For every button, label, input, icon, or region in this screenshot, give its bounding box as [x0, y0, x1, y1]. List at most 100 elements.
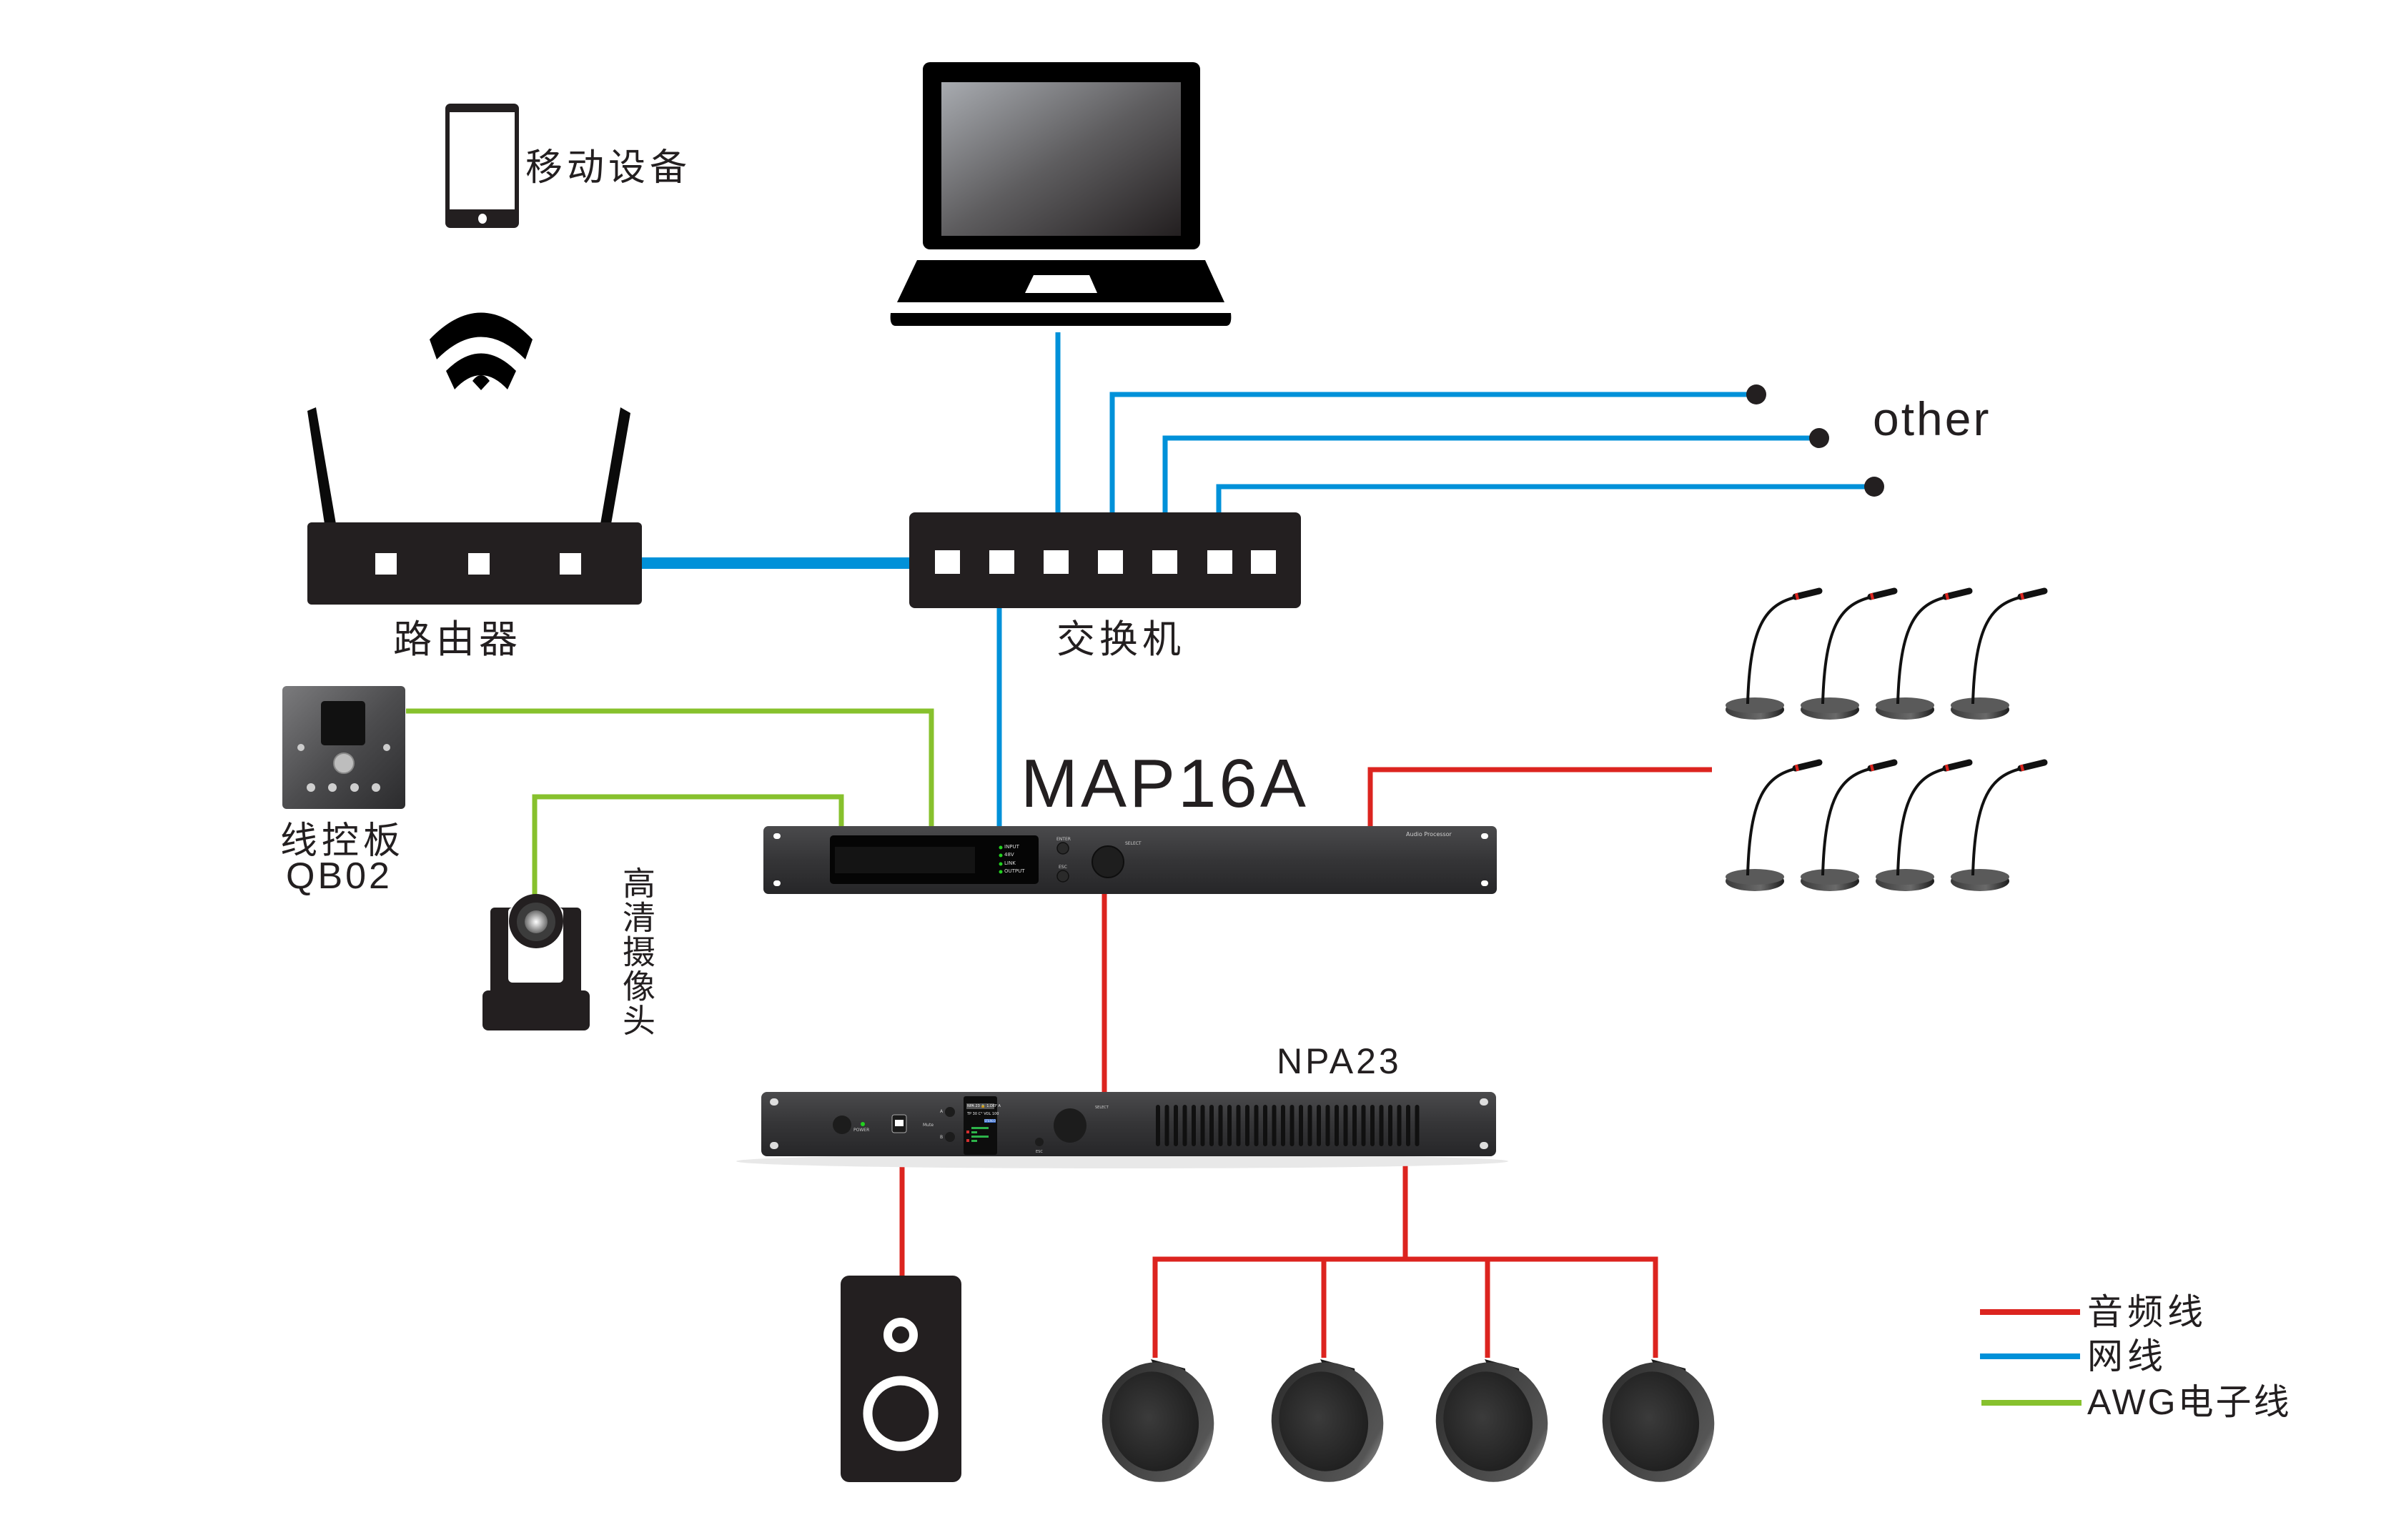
vent-slot — [1200, 1105, 1205, 1146]
cable-switch-other-1 — [1109, 392, 1756, 561]
amplifier-model: NPA23 — [1277, 1041, 1402, 1081]
cable-switch-other-3 — [1216, 484, 1874, 561]
amplifier-level-meters — [966, 1127, 989, 1142]
legend-lines — [1980, 1309, 2081, 1406]
ceiling-speaker-icon — [1271, 1359, 1384, 1482]
vent-slot — [1281, 1105, 1285, 1146]
legend-label-network: 网线 — [2087, 1336, 2167, 1377]
gooseneck-microphone-icon — [1951, 587, 2048, 720]
vent-slot — [1388, 1105, 1392, 1146]
vent-slot — [1174, 1105, 1178, 1146]
amplifier-mute-label: Mute — [923, 1123, 934, 1128]
vent-slot — [1192, 1105, 1196, 1146]
amplifier-mute-b-button[interactable] — [945, 1132, 955, 1142]
ceiling-speaker-icon — [1102, 1359, 1214, 1482]
ceiling-speaker-icon — [1435, 1359, 1548, 1482]
processor-led-link: LINK — [1004, 860, 1016, 866]
microphones-group — [1726, 587, 2048, 891]
gooseneck-microphone-icon — [1951, 759, 2048, 891]
vent-slot — [1397, 1105, 1402, 1146]
vent-slot — [1156, 1105, 1160, 1146]
vent-slot — [1370, 1105, 1375, 1146]
processor-led-input: INPUT — [1004, 844, 1019, 850]
amplifier-screen-mode: STEREO — [984, 1119, 996, 1123]
amplifier-power-button[interactable] — [833, 1116, 851, 1134]
vent-slot — [1218, 1105, 1223, 1146]
amplifier-select-label: SELECT — [1095, 1106, 1109, 1110]
amplifier-esc-label: ESC — [1036, 1150, 1043, 1154]
vent-slot — [1352, 1105, 1357, 1146]
gooseneck-microphone-icon — [1876, 759, 1973, 891]
amplifier-mute-a-button[interactable] — [945, 1107, 955, 1117]
gooseneck-microphone-icon — [1801, 759, 1898, 891]
router-icon — [307, 312, 642, 605]
vent-slot — [1236, 1105, 1241, 1146]
cable-panel-processor — [406, 708, 934, 828]
vent-slot — [1254, 1105, 1259, 1146]
legend-label-audio: 音频线 — [2087, 1291, 2207, 1333]
processor-unit — [763, 826, 1497, 894]
processor-type-label: Audio Processor — [1406, 831, 1452, 838]
amplifier-power-label: POWER — [853, 1128, 870, 1133]
amplifier-select-knob[interactable] — [1054, 1108, 1086, 1143]
vent-slot — [1307, 1105, 1312, 1146]
processor-esc-button[interactable] — [1056, 870, 1069, 883]
vent-slot — [1227, 1105, 1232, 1146]
amplifier-vent-grille — [1156, 1105, 1420, 1146]
vent-slot — [1289, 1105, 1295, 1146]
switch-label: 交换机 — [1056, 617, 1185, 662]
gooseneck-microphone-icon — [1801, 587, 1898, 720]
legend-label-awg: AWG电子线 — [2087, 1382, 2292, 1422]
switch-icon — [909, 512, 1301, 608]
control-panel-label: 线控板 — [280, 820, 405, 863]
other-label: other — [1873, 392, 1991, 445]
vent-slot — [1299, 1105, 1303, 1146]
vent-slot — [1406, 1105, 1410, 1146]
processor-select-label: SELECT — [1125, 841, 1142, 846]
cable-processor-mics — [1367, 767, 1712, 828]
vent-slot — [1317, 1105, 1321, 1146]
processor-select-knob[interactable] — [1092, 845, 1124, 878]
amplifier-screen-line1: NPA 23 🔒 1.DEF A — [967, 1104, 1001, 1108]
mobile-phone-icon — [445, 104, 519, 228]
processor-esc-label: ESC — [1059, 865, 1067, 870]
processor-enter-label: ENTER — [1056, 837, 1071, 842]
ptz-camera-icon — [482, 894, 590, 1030]
amplifier-screen-line2: TP 30 C° VOL 100 — [967, 1112, 999, 1116]
gooseneck-microphone-icon — [1876, 587, 1973, 720]
amplifier-mute-b-label: B — [940, 1135, 944, 1140]
vent-slot — [1361, 1105, 1366, 1146]
control-panel-model: QB02 — [286, 855, 392, 897]
control-panel-icon — [282, 686, 405, 809]
ceiling-speaker-icon — [1602, 1359, 1715, 1482]
vent-slot — [1343, 1105, 1348, 1146]
vent-slot — [1209, 1105, 1214, 1146]
cable-camera-processor — [532, 794, 844, 897]
vent-slot — [1335, 1105, 1339, 1146]
processor-model: MAP16A — [1021, 745, 1309, 822]
wifi-icon — [430, 312, 533, 390]
gooseneck-microphone-icon — [1726, 759, 1823, 891]
audio-cables — [899, 767, 1712, 1358]
vent-slot — [1272, 1105, 1277, 1146]
amplifier-mute-a-label: A — [940, 1109, 944, 1114]
camera-label: 高清摄像头 — [618, 866, 656, 1038]
vent-slot — [1263, 1105, 1267, 1146]
amplifier-esc-button[interactable] — [1035, 1138, 1044, 1146]
other-endpoint-3 — [1864, 477, 1884, 497]
mobile-label: 移动设备 — [525, 146, 692, 189]
vent-slot — [1415, 1105, 1420, 1146]
gooseneck-microphone-icon — [1726, 587, 1823, 720]
processor-led-48v: 48V — [1004, 852, 1014, 858]
router-label: 路由器 — [393, 617, 522, 662]
vent-slot — [1325, 1105, 1330, 1146]
processor-enter-button[interactable] — [1056, 842, 1069, 855]
other-endpoint-1 — [1746, 384, 1766, 404]
ceiling-speakers-group — [1102, 1359, 1715, 1482]
cable-ceiling-bus — [1152, 1256, 1658, 1358]
vent-slot — [1245, 1105, 1249, 1146]
vent-slot — [1379, 1105, 1384, 1146]
processor-leds — [999, 845, 1003, 874]
processor-led-output: OUTPUT — [1004, 868, 1025, 874]
speaker-cabinet-icon — [841, 1276, 961, 1482]
